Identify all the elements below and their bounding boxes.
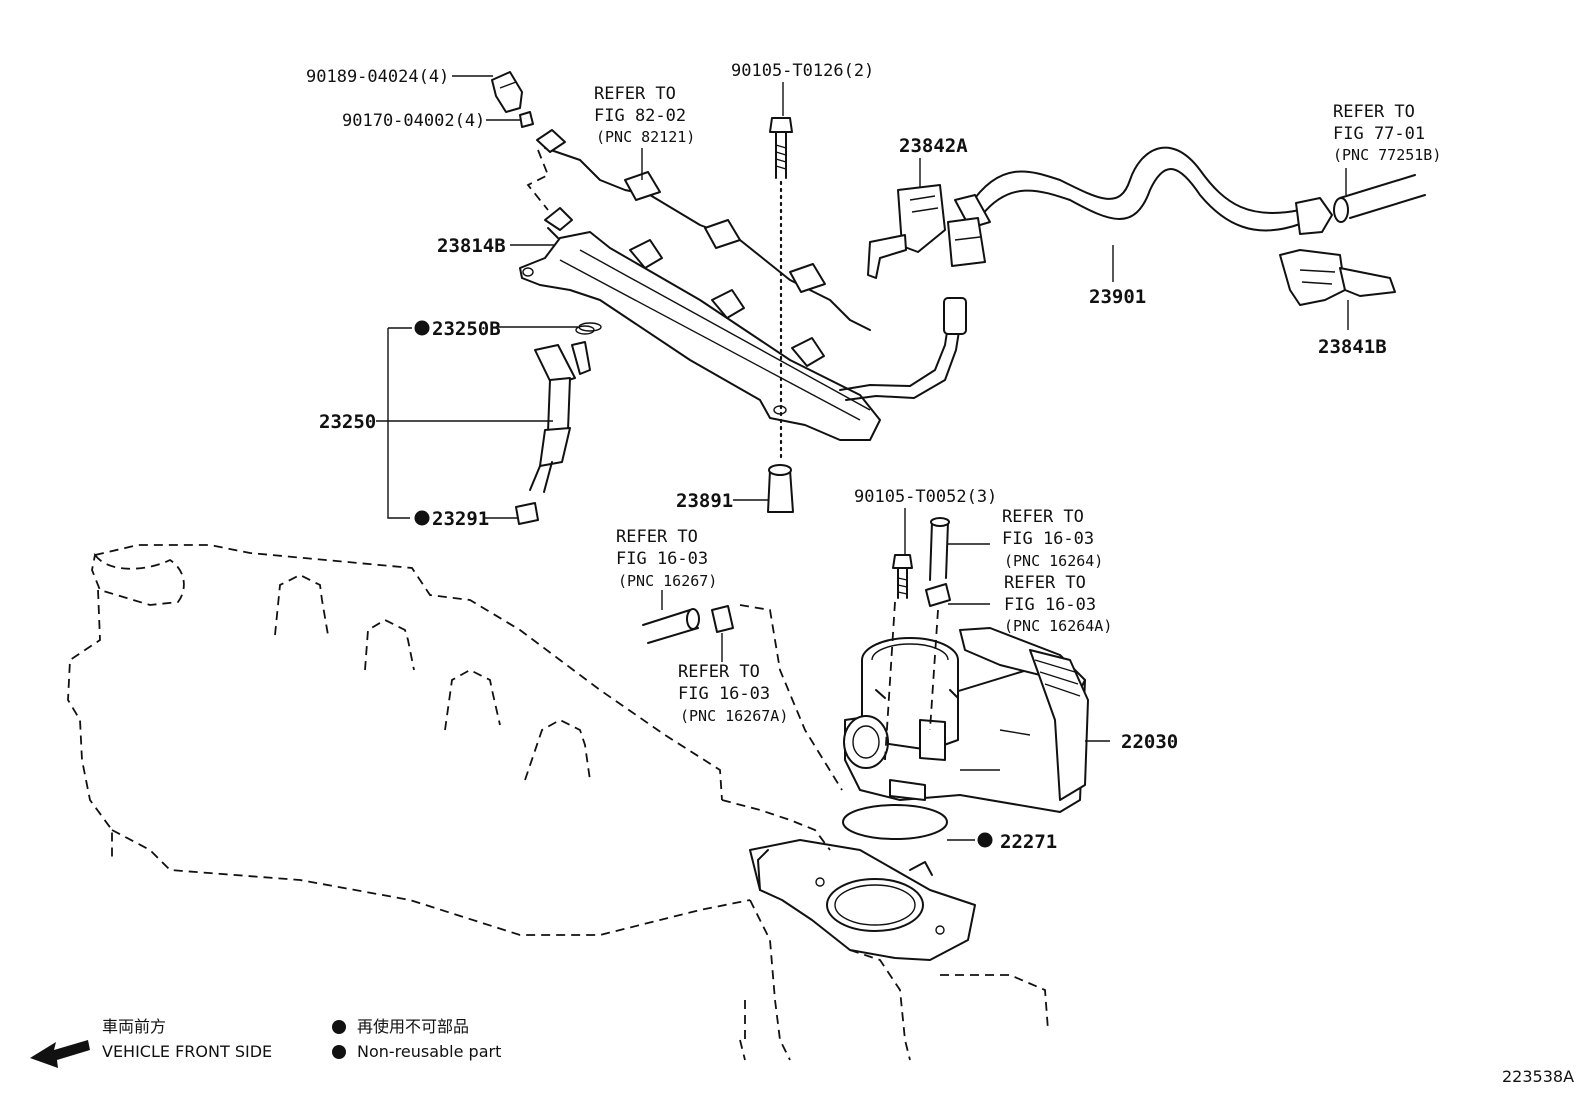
leader-lines [376,75,1349,841]
nonreusable-dot [414,320,430,336]
bolt-90105-T0126 [769,117,793,462]
nonreusable-en: Non-reusable part [357,1042,501,1061]
label-23814B: 23814B [437,235,506,257]
label-23250: 23250 [319,411,376,433]
front-arrow-icon [30,1040,90,1068]
refer-16267A-line3: (PNC 16267A) [680,707,788,725]
gasket-22271 [842,804,948,840]
vehicle-front-en: VEHICLE FRONT SIDE [102,1042,272,1061]
clamp-16267A [711,605,734,633]
label-90170: 90170-04002(4) [342,111,485,131]
refer-16267A-line1: REFER TO [678,662,760,682]
label-90105-T0052: 90105-T0052(3) [854,487,997,507]
refer-16264-line3: (PNC 16264) [1004,552,1103,570]
refer-82-02-line1: REFER TO [594,84,676,104]
clamp-23842A [867,184,946,279]
nonreusable-dot [977,832,993,848]
refer-82-02-line3: (PNC 82121) [596,128,695,146]
intake-flange [749,839,976,961]
label-23842A: 23842A [899,135,968,157]
o-ring-23250B [578,322,602,332]
nonreusable-dot [414,510,430,526]
fuel-delivery-pipe [519,207,967,441]
injector-23250 [515,325,595,525]
vehicle-front-jp: 車両前方 [102,1017,166,1036]
label-90105-T0126: 90105-T0126(2) [731,61,874,81]
legend-dot-icon [332,1020,346,1034]
label-22030: 22030 [1121,731,1178,753]
hose-16267 [642,608,700,644]
refer-77-01-line1: REFER TO [1333,102,1415,122]
guide-line [884,601,896,761]
refer-16264A-line1: REFER TO [1004,573,1086,593]
refer-82-02-line2: FIG 82-02 [594,106,686,126]
label-23250B: 23250B [432,318,501,340]
refer-16267A-line2: FIG 16-03 [678,684,770,704]
fuel-hose-23901 [947,146,1426,267]
refer-16264-line1: REFER TO [1002,507,1084,527]
spacer-23891 [767,464,794,513]
clamp-23841B [1279,249,1396,306]
figure-id: 223538A [1502,1067,1574,1086]
throttle-body [843,627,1089,813]
engine-outline [67,544,1049,1061]
label-23841B: 23841B [1318,336,1387,358]
label-90189: 90189-04024(4) [306,67,449,87]
nonreusable-jp: 再使用不可部品 [357,1017,469,1036]
refer-16264-line2: FIG 16-03 [1002,529,1094,549]
bolt-90105-T0052 [892,554,913,599]
wire-harness [526,129,871,331]
label-23901: 23901 [1089,286,1146,308]
nut-90170 [519,111,534,128]
clamp-16264A [925,583,951,607]
refer-16267-line3: (PNC 16267) [618,572,717,590]
guide-line [929,609,939,731]
label-22271: 22271 [1000,831,1057,853]
guide-line [739,604,843,791]
refer-77-01-line3: (PNC 77251B) [1333,146,1441,164]
refer-16267-line1: REFER TO [616,527,698,547]
grommet-90189 [491,71,523,113]
refer-16264A-line2: FIG 16-03 [1004,595,1096,615]
label-23891: 23891 [676,490,733,512]
legend-dot-icon [332,1045,346,1059]
label-23291: 23291 [432,508,489,530]
refer-77-01-line2: FIG 77-01 [1333,124,1425,144]
refer-16267-line2: FIG 16-03 [616,549,708,569]
refer-16264A-line3: (PNC 16264A) [1004,617,1112,635]
hose-16264 [929,517,950,581]
